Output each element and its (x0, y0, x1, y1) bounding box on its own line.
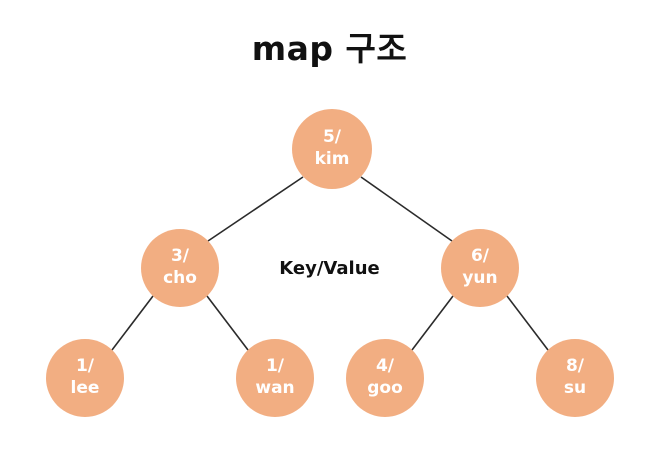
edge-yun-su (506, 295, 549, 351)
node-value: cho (163, 268, 197, 288)
node-key: 1/ (265, 356, 285, 377)
node-key: 1/ (75, 356, 95, 377)
node-value: yun (462, 268, 498, 288)
node-key: 6/ (470, 246, 490, 267)
edge-kim-cho (207, 176, 304, 242)
node-key: 4/ (375, 356, 395, 377)
node-value: su (563, 378, 587, 398)
node-key: 5/ (322, 127, 342, 148)
edge-yun-goo (411, 295, 454, 351)
tree-node-wan[interactable]: 1/wan (236, 339, 314, 417)
tree-node-cho[interactable]: 3/cho (141, 229, 219, 307)
key-value-label: Key/Value (279, 258, 380, 279)
page-title: map 구조 (251, 29, 408, 68)
node-key: 3/ (170, 246, 190, 267)
node-value: kim (314, 149, 350, 169)
edge-cho-wan (206, 295, 249, 351)
node-value: goo (367, 378, 403, 398)
tree-node-kim[interactable]: 5/kim (292, 109, 372, 189)
edge-cho-lee (111, 295, 154, 351)
tree-node-goo[interactable]: 4/goo (346, 339, 424, 417)
tree-node-yun[interactable]: 6/yun (441, 229, 519, 307)
node-key: 8/ (565, 356, 585, 377)
node-value: wan (255, 378, 295, 398)
node-value: lee (70, 378, 100, 398)
edge-kim-yun (360, 176, 453, 242)
tree-node-su[interactable]: 8/su (536, 339, 614, 417)
tree-node-lee[interactable]: 1/lee (46, 339, 124, 417)
